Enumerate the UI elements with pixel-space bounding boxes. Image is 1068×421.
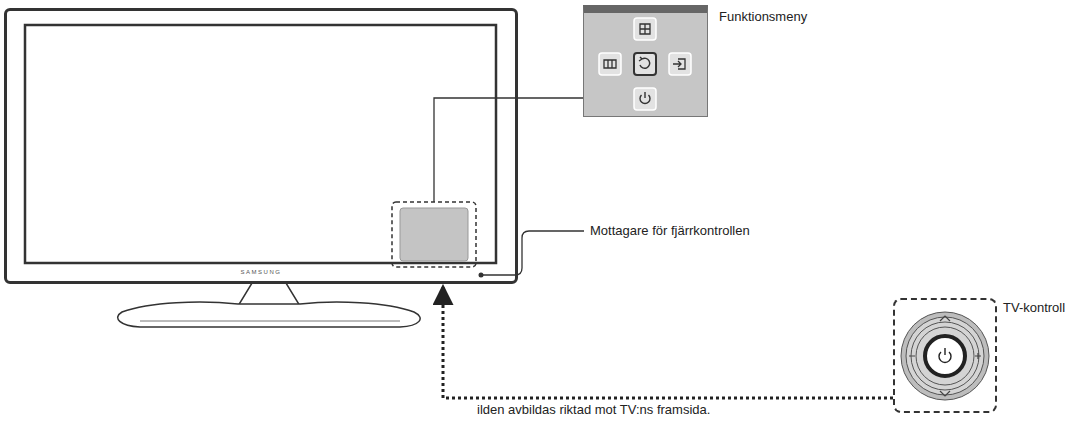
menu-icon	[640, 92, 650, 104]
function-menu: Funktionsmeny	[583, 5, 708, 117]
knob-ring	[906, 317, 984, 395]
menu-button	[634, 18, 656, 40]
control-knob	[895, 300, 995, 411]
knob-ring	[916, 327, 974, 385]
menu-icon	[673, 59, 685, 69]
leader-line	[434, 98, 583, 202]
knob-ring	[901, 312, 989, 400]
knob-arrows	[909, 316, 981, 396]
tv-set: SAMSUNG	[4, 8, 518, 284]
signal-arrow	[443, 286, 893, 398]
tv-control: TV-kontroll	[893, 298, 997, 413]
menu-button	[599, 53, 621, 75]
stand-base	[118, 302, 420, 327]
brand-logo: SAMSUNG	[7, 268, 515, 276]
menu-icons	[584, 13, 707, 116]
menu-icon	[604, 60, 616, 68]
stand-neck	[238, 283, 300, 306]
tv-screen	[25, 25, 496, 263]
part-heading: Funktionsmeny	[719, 9, 807, 25]
menu-button	[634, 88, 656, 110]
menu-icon	[639, 57, 650, 68]
menu-button	[669, 53, 691, 75]
leader-line	[481, 231, 584, 275]
menu-region-fill	[400, 208, 468, 261]
menu-icon	[640, 24, 650, 34]
part-label: ilden avbildas riktad mot TV:ns framsida…	[475, 402, 712, 418]
menu-button	[634, 53, 656, 75]
power-button	[925, 336, 965, 376]
knob-ring	[911, 322, 979, 390]
stand-edge	[140, 321, 400, 322]
menu-region	[392, 202, 476, 267]
part-heading: TV-kontroll	[1003, 300, 1065, 316]
part-label: Mottagare för fjärrkontrollen	[588, 223, 752, 239]
power-icon	[939, 348, 951, 362]
